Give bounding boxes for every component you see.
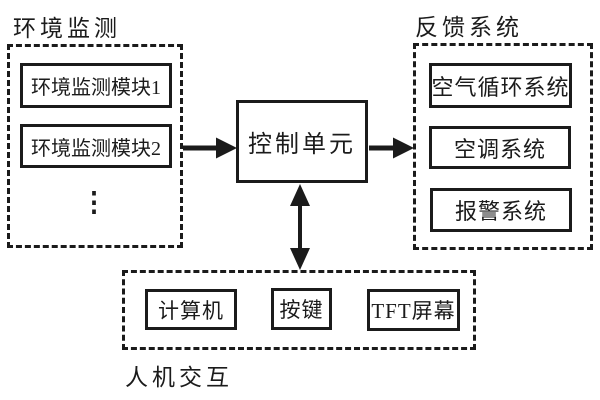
environment-group-box: [7, 44, 183, 248]
box-alarm-system: 报警系统: [430, 188, 572, 232]
arrow-control-to-feedback: [369, 137, 414, 159]
box-computer: 计算机: [145, 289, 237, 330]
box-environment-module-1: 环境监测模块1: [20, 63, 172, 108]
environment-group-label: 环境监测: [13, 16, 121, 41]
hmi-group-label: 人机交互: [125, 365, 233, 390]
box-air-conditioning-system: 空调系统: [429, 126, 571, 169]
box-keys: 按键: [271, 288, 332, 330]
arrow-control-hmi-bidirectional: [290, 184, 310, 270]
control-unit-box: 控制单元: [236, 100, 368, 183]
arrow-environment-to-control: [183, 137, 237, 159]
box-environment-module-2: 环境监测模块2: [20, 124, 172, 168]
hmi-group-box: [122, 270, 476, 350]
feedback-group-box: [413, 43, 593, 250]
more-modules-ellipsis: ⋮: [80, 187, 108, 217]
feedback-group-label: 反馈系统: [415, 15, 523, 40]
box-tft-screen: TFT屏幕: [367, 289, 460, 331]
box-air-circulation-system: 空气循环系统: [429, 63, 572, 108]
